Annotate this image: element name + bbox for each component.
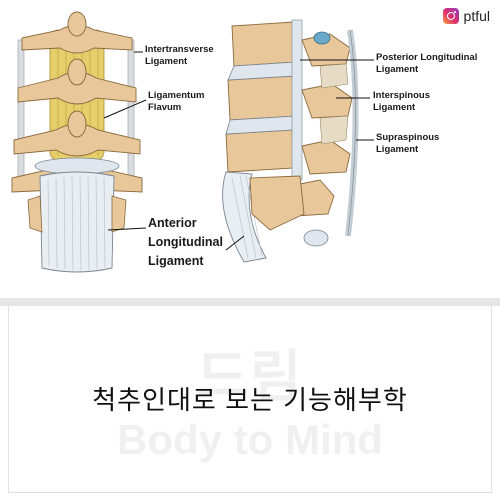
watermark-logo: 드림 xyxy=(196,345,304,408)
caption-title: 척추인대로 보는 기능해부학 xyxy=(92,385,408,415)
spine-ligament-drawing xyxy=(11,11,374,273)
instagram-icon xyxy=(442,8,459,24)
label-leader-lines xyxy=(103,51,374,251)
section-divider xyxy=(0,298,500,306)
posterior-view-spine xyxy=(11,11,143,273)
instagram-handle: ptful xyxy=(463,8,490,24)
watermark-text: Body to Mind xyxy=(117,416,383,463)
lateral-view-spine xyxy=(222,19,359,263)
caption-frame xyxy=(8,306,492,493)
caption-panel: 드림 Body to Mind 척추인대로 보는 기능해부학 xyxy=(0,306,500,500)
instagram-badge[interactable]: ptful xyxy=(442,8,490,24)
